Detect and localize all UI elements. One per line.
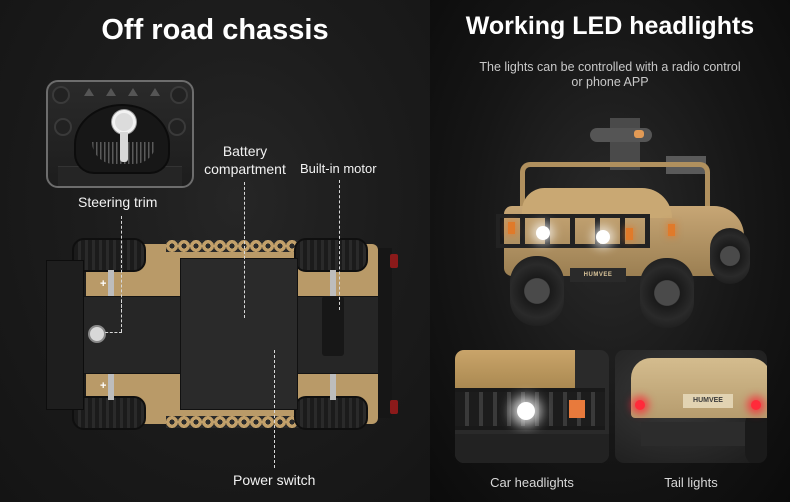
car-headlights-caption: Car headlights xyxy=(490,475,574,490)
tail-light-left xyxy=(635,400,645,410)
amber-light xyxy=(508,222,515,234)
rear-bumper xyxy=(378,248,392,418)
rear-wheel xyxy=(710,228,750,284)
steering-trim-label: Steering trim xyxy=(78,194,158,210)
chassis-underside-image: + + xyxy=(46,238,398,430)
led-headlights-panel: Working LED headlights The lights can be… xyxy=(430,0,790,502)
panel-title: Off road chassis xyxy=(101,14,329,46)
arrow-up-icon xyxy=(150,88,160,96)
turret-light xyxy=(634,130,644,138)
battery-label-line2: compartment xyxy=(204,161,286,177)
front-right-wheel xyxy=(640,258,694,328)
taillight-right xyxy=(390,400,398,414)
amber-light xyxy=(626,228,633,240)
arrow-up-icon xyxy=(84,88,94,96)
plus-marker-icon: + xyxy=(100,380,107,392)
steering-trim-leader-drop xyxy=(121,300,122,332)
rear-undercarriage xyxy=(641,422,761,446)
rear-left-tire xyxy=(294,238,368,272)
tail-light-right xyxy=(751,400,761,410)
front-bumper xyxy=(46,260,84,410)
off-road-chassis-panel: Off road chassis Steering trim Battery c… xyxy=(0,0,430,502)
trim-arrow-marks xyxy=(84,88,160,96)
roll-cage xyxy=(520,162,710,212)
headlight-left xyxy=(536,226,550,240)
steering-trim-leader-elbow xyxy=(96,332,122,333)
hood-detail xyxy=(455,350,575,390)
built-in-motor-label: Built-in motor xyxy=(300,161,377,176)
hole-icon xyxy=(168,118,186,136)
bolt-icon xyxy=(52,86,70,104)
taillight-left xyxy=(390,254,398,268)
front-grille xyxy=(496,214,650,248)
arrow-up-icon xyxy=(106,88,116,96)
bolt-icon xyxy=(170,86,188,104)
front-left-wheel xyxy=(510,256,564,326)
trim-dial xyxy=(74,104,170,174)
tail-lights-thumbnail: HUMVEE xyxy=(615,350,767,463)
steering-trim-knob xyxy=(88,325,106,343)
rear-right-tire xyxy=(294,396,368,430)
battery-compartment-label: Battery compartment xyxy=(200,142,290,178)
motor-housing xyxy=(322,296,344,356)
rear-wheel-detail xyxy=(745,410,767,463)
panel-subtitle: The lights can be controlled with a radi… xyxy=(460,60,760,90)
panel-title: Working LED headlights xyxy=(465,12,755,40)
power-switch-label: Power switch xyxy=(233,472,316,488)
amber-light xyxy=(668,224,675,236)
tail-lights-caption: Tail lights xyxy=(664,475,718,490)
top-rail xyxy=(166,240,326,252)
battery-leader-line xyxy=(244,182,245,318)
arrow-up-icon xyxy=(128,88,138,96)
headlight-right xyxy=(596,230,610,244)
humvee-badge: HUMVEE xyxy=(683,394,733,408)
turret xyxy=(610,118,640,170)
plus-marker-icon: + xyxy=(100,278,107,290)
motor-leader-line xyxy=(339,180,340,310)
steering-trim-inset-image xyxy=(46,80,194,188)
battery-label-line1: Battery xyxy=(222,143,268,159)
rear-body: HUMVEE xyxy=(631,358,767,418)
headlight-glow xyxy=(517,402,535,420)
trim-knob-head xyxy=(112,110,136,134)
subtitle-line2: or phone APP xyxy=(571,75,649,89)
battery-cover xyxy=(180,258,298,410)
power-switch-leader-line xyxy=(274,350,275,468)
car-headlights-thumbnail xyxy=(455,350,609,463)
trim-knob-pointer xyxy=(120,132,128,162)
bottom-rail xyxy=(166,416,326,428)
steering-trim-leader-line xyxy=(121,216,122,312)
humvee-model-image: HUMVEE xyxy=(492,118,760,328)
amber-light-detail xyxy=(569,400,585,418)
vehicle-hood xyxy=(522,188,672,218)
hole-icon xyxy=(54,118,72,136)
bumper-detail xyxy=(455,434,609,463)
subtitle-line1: The lights can be controlled with a radi… xyxy=(479,60,741,74)
humvee-badge: HUMVEE xyxy=(570,268,626,282)
